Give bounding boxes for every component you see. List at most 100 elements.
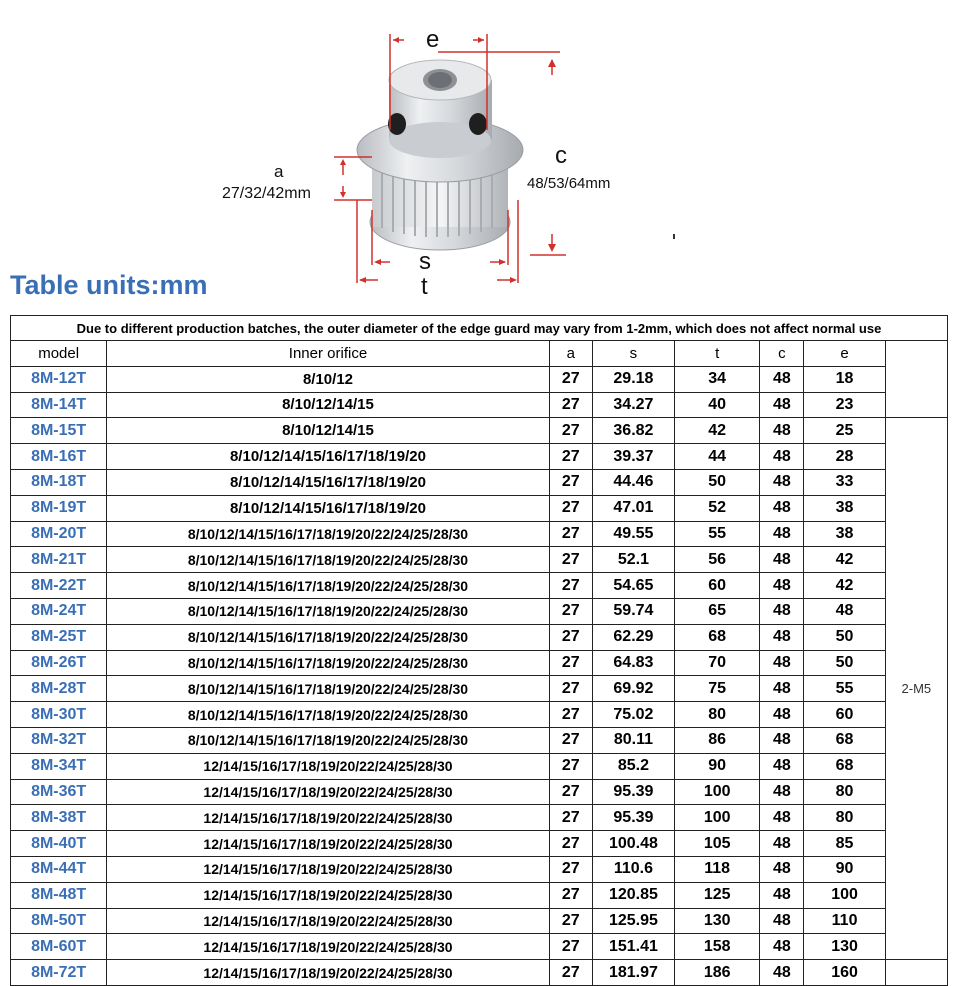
dimension-a-label: a bbox=[274, 162, 284, 181]
model-cell: 8M-30T bbox=[9, 701, 108, 728]
c-cell: 48 bbox=[759, 830, 805, 857]
e-cell: 48 bbox=[803, 597, 886, 625]
e-cell: 50 bbox=[803, 649, 886, 677]
model-cell: 8M-14T bbox=[9, 391, 108, 419]
model-cell: 8M-15T bbox=[9, 417, 108, 445]
header-row: model Inner orifice a s t c e bbox=[9, 339, 949, 419]
model-cell: 8M-34T bbox=[9, 752, 108, 780]
a-cell: 27 bbox=[548, 623, 593, 651]
inner-orifice-cell: 8/10/12/14/15 bbox=[106, 417, 550, 445]
header-a: a bbox=[548, 340, 593, 367]
model-cell: 8M-50T bbox=[9, 907, 108, 935]
t-cell: 86 bbox=[674, 726, 761, 754]
c-cell: 48 bbox=[759, 933, 805, 961]
header-s: s bbox=[591, 340, 676, 367]
c-cell: 48 bbox=[759, 752, 805, 780]
t-cell: 52 bbox=[674, 494, 761, 522]
model-cell: 8M-24T bbox=[9, 597, 108, 625]
dimension-a-value: 27/32/42mm bbox=[222, 185, 311, 202]
model-cell: 8M-72T bbox=[9, 959, 108, 986]
e-cell: 130 bbox=[803, 933, 886, 961]
s-cell: 62.29 bbox=[591, 623, 676, 651]
model-cell: 8M-20T bbox=[9, 520, 108, 548]
s-cell: 95.39 bbox=[591, 778, 676, 806]
notice-row: Due to different production batches, the… bbox=[10, 315, 948, 341]
a-cell: 27 bbox=[548, 752, 593, 780]
s-cell: 100.48 bbox=[591, 830, 676, 857]
c-cell: 48 bbox=[759, 468, 805, 496]
model-cell: 8M-40T bbox=[9, 830, 108, 857]
a-cell: 27 bbox=[548, 494, 593, 522]
a-cell: 27 bbox=[548, 417, 593, 445]
model-cell: 8M-48T bbox=[9, 881, 108, 909]
e-cell: 18 bbox=[803, 365, 886, 393]
inner-orifice-cell: 8/10/12/14/15/16/17/18/19/20 bbox=[106, 494, 550, 522]
a-cell: 27 bbox=[548, 520, 593, 548]
model-cell: 8M-36T bbox=[9, 778, 108, 806]
c-cell: 48 bbox=[759, 623, 805, 651]
s-cell: 120.85 bbox=[591, 881, 676, 909]
a-cell: 27 bbox=[548, 830, 593, 857]
t-cell: 90 bbox=[674, 752, 761, 780]
model-cell: 8M-32T bbox=[9, 726, 108, 754]
pulley-diagram: e c 48/53/64mm a 27/32/42mm s t bbox=[0, 0, 960, 305]
model-cell: 8M-25T bbox=[9, 623, 108, 651]
s-cell: 75.02 bbox=[591, 701, 676, 728]
inner-orifice-cell: 12/14/15/16/17/18/19/20/22/24/25/28/30 bbox=[106, 855, 550, 883]
s-cell: 36.82 bbox=[591, 417, 676, 445]
e-cell: 110 bbox=[803, 907, 886, 935]
model-cell: 8M-44T bbox=[9, 855, 108, 883]
s-cell: 47.01 bbox=[591, 494, 676, 522]
s-cell: 59.74 bbox=[591, 597, 676, 625]
t-cell: 50 bbox=[674, 468, 761, 496]
a-cell: 27 bbox=[548, 443, 593, 470]
s-cell: 110.6 bbox=[591, 855, 676, 883]
t-cell: 56 bbox=[674, 546, 761, 574]
e-cell: 80 bbox=[803, 804, 886, 832]
model-cell: 8M-21T bbox=[9, 546, 108, 574]
e-cell: 25 bbox=[803, 417, 886, 445]
t-cell: 40 bbox=[674, 391, 761, 419]
c-cell: 48 bbox=[759, 572, 805, 599]
t-cell: 60 bbox=[674, 572, 761, 599]
a-cell: 27 bbox=[548, 391, 593, 419]
header-c: c bbox=[759, 340, 805, 367]
t-cell: 100 bbox=[674, 804, 761, 832]
model-cell: 8M-22T bbox=[9, 572, 108, 599]
e-cell: 68 bbox=[803, 726, 886, 754]
e-cell: 50 bbox=[803, 623, 886, 651]
c-cell: 48 bbox=[759, 443, 805, 470]
inner-orifice-cell: 8/10/12/14/15/16/17/18/19/20/22/24/25/28… bbox=[106, 649, 550, 677]
c-cell: 48 bbox=[759, 726, 805, 754]
s-cell: 151.41 bbox=[591, 933, 676, 961]
inner-orifice-cell: 8/10/12/14/15/16/17/18/19/20 bbox=[106, 443, 550, 470]
table-units-title: Table units:mm bbox=[10, 270, 208, 300]
inner-orifice-cell: 8/10/12/14/15/16/17/18/19/20/22/24/25/28… bbox=[106, 520, 550, 548]
c-cell: 48 bbox=[759, 546, 805, 574]
e-cell: 42 bbox=[803, 546, 886, 574]
s-cell: 29.18 bbox=[591, 365, 676, 393]
s-cell: 80.11 bbox=[591, 726, 676, 754]
a-cell: 27 bbox=[548, 649, 593, 677]
dimension-e-label: e bbox=[426, 26, 440, 53]
s-cell: 85.2 bbox=[591, 752, 676, 780]
t-cell: 158 bbox=[674, 933, 761, 961]
a-cell: 27 bbox=[548, 933, 593, 961]
s-cell: 69.92 bbox=[591, 675, 676, 703]
a-cell: 27 bbox=[548, 881, 593, 909]
t-cell: 42 bbox=[674, 417, 761, 445]
inner-orifice-cell: 8/10/12 bbox=[106, 365, 550, 393]
c-cell: 48 bbox=[759, 365, 805, 393]
c-cell: 48 bbox=[759, 675, 805, 703]
e-cell: 68 bbox=[803, 752, 886, 780]
